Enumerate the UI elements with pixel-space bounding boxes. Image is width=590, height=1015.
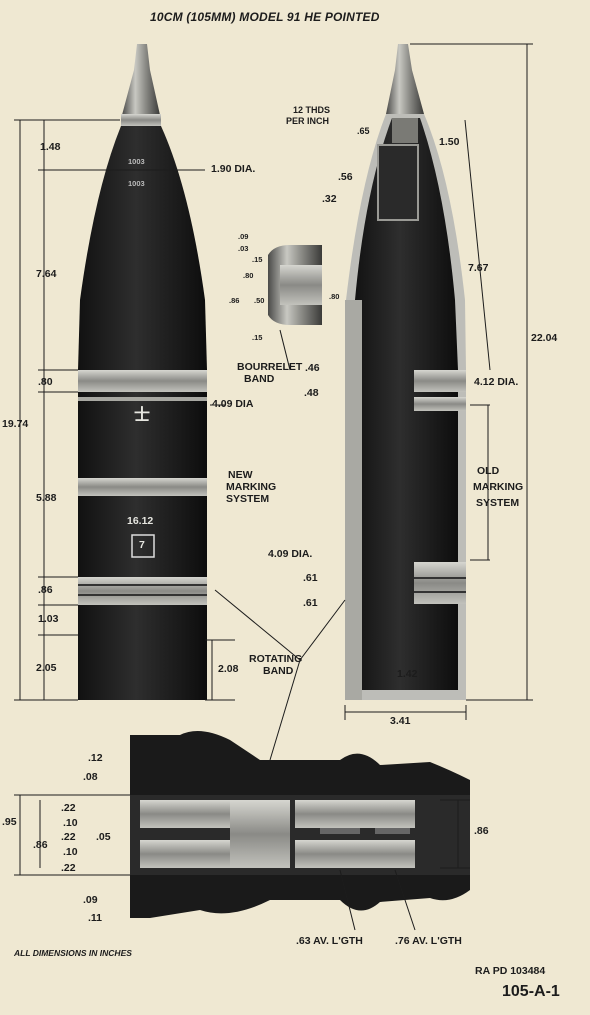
dim-7-67: 7.67 — [468, 262, 489, 274]
bourrelet-label-line1: BOURRELET — [237, 361, 303, 373]
dim-1-48: 1.48 — [40, 141, 61, 153]
dim-1-03: 1.03 — [38, 613, 59, 625]
old-marking-line1: OLD — [477, 465, 500, 477]
rb-0-22a: .22 — [61, 802, 76, 814]
dim-0-32: .32 — [322, 193, 337, 205]
dim-4-09-dia-left: 4.09 DIA — [212, 398, 254, 410]
left-marking-stripe — [78, 478, 207, 496]
marking-number: 16.12 — [127, 515, 154, 527]
new-marking-line1: NEW — [228, 469, 253, 481]
rb-0-10b: .10 — [63, 846, 78, 858]
threads-line2: PER INCH — [286, 116, 330, 126]
rb-0-95: .95 — [2, 816, 17, 828]
dim-0-86-left: .86 — [38, 584, 53, 596]
dim-0-48: .48 — [304, 387, 319, 399]
left-marking-box — [131, 534, 155, 558]
rb-0-12: .12 — [88, 752, 103, 764]
rb-0-86-left: .86 — [33, 839, 48, 851]
threads-line1: 12 THDS — [293, 105, 331, 115]
left-shell-fuze — [122, 44, 160, 115]
dim-2-05: 2.05 — [36, 662, 57, 674]
nose-stamp-2: 1003 — [128, 179, 145, 188]
page-id: 105-A-1 — [502, 983, 560, 1000]
left-shell-ogive-body — [78, 126, 207, 700]
dim-1-42: 1.42 — [397, 668, 418, 680]
right-shell-fuze — [386, 44, 424, 114]
bdet-0-80b: .80 — [329, 292, 340, 301]
rb-0-09: .09 — [83, 894, 98, 906]
dim-19-74: 19.74 — [2, 418, 29, 430]
bdet-0-15a: .15 — [252, 255, 263, 264]
left-bourrelet-band — [78, 370, 207, 392]
diagram-title: 10CM (105MM) MODEL 91 HE POINTED — [150, 10, 380, 24]
bdet-0-09: .09 — [238, 232, 249, 241]
dim-0-80: .80 — [38, 376, 53, 388]
rb-0-11: .11 — [88, 912, 103, 924]
dim-1-90-dia: 1.90 DIA. — [211, 163, 256, 175]
rotating-band-label-line1: ROTATING — [249, 653, 303, 665]
dim-4-09-dia-right: 4.09 DIA. — [268, 548, 313, 560]
right-rotating-band — [414, 562, 466, 604]
new-marking-line2: MARKING — [226, 481, 277, 493]
right-shell — [345, 44, 466, 700]
marking-box-number: 7 — [139, 539, 145, 551]
dim-22-04: 22.04 — [531, 332, 558, 344]
avg-length-076: .76 AV. L'GTH — [395, 935, 462, 947]
rb-0-08: .08 — [83, 771, 98, 783]
dim-3-41: 3.41 — [390, 715, 411, 727]
rb-0-05: .05 — [96, 831, 111, 843]
dim-1-50: 1.50 — [439, 136, 460, 148]
right-bourrelet-band — [414, 370, 466, 392]
bourrelet-label-line2: BAND — [244, 373, 275, 385]
left-rotating-band — [78, 577, 207, 605]
nose-stamp-1: 1003 — [128, 157, 145, 166]
rb-0-22c: .22 — [61, 862, 76, 874]
rb-0-10a: .10 — [63, 817, 78, 829]
marking-symbol: 士 — [134, 407, 151, 424]
new-marking-line3: SYSTEM — [226, 493, 270, 505]
reference-number: RA PD 103484 — [475, 965, 546, 977]
right-shell-cavity — [352, 118, 458, 690]
dim-0-46: .46 — [305, 362, 320, 374]
bdet-0-50: .50 — [254, 296, 265, 305]
dim-7-64: 7.64 — [36, 268, 57, 280]
left-shell — [78, 44, 207, 700]
old-marking-line3: SYSTEM — [476, 497, 520, 509]
dim-0-65: .65 — [357, 126, 370, 136]
dimension-lines — [14, 43, 533, 931]
avg-length-063: .63 AV. L'GTH — [296, 935, 363, 947]
rb-0-86-right: .86 — [474, 825, 489, 837]
dim-0-61a: .61 — [303, 572, 318, 584]
rotating-band-detail — [130, 731, 470, 918]
footnote: ALL DIMENSIONS IN INCHES — [14, 948, 132, 958]
rb-0-22b: .22 — [61, 831, 76, 843]
bdet-0-03: .03 — [238, 244, 249, 253]
dim-0-61b: .61 — [303, 597, 318, 609]
old-marking-line2: MARKING — [473, 481, 524, 493]
dim-5-88: 5.88 — [36, 492, 57, 504]
dim-0-56: .56 — [338, 171, 353, 183]
right-shell-wall — [345, 300, 362, 700]
bourrelet-detail — [268, 245, 322, 325]
dim-2-08: 2.08 — [218, 663, 239, 675]
bdet-0-80a: .80 — [243, 271, 254, 280]
rotating-band-label-line2: BAND — [263, 665, 294, 677]
bdet-0-15b: .15 — [252, 333, 263, 342]
bdet-0-86: .86 — [229, 296, 240, 305]
dim-4-12-dia: 4.12 DIA. — [474, 376, 519, 388]
